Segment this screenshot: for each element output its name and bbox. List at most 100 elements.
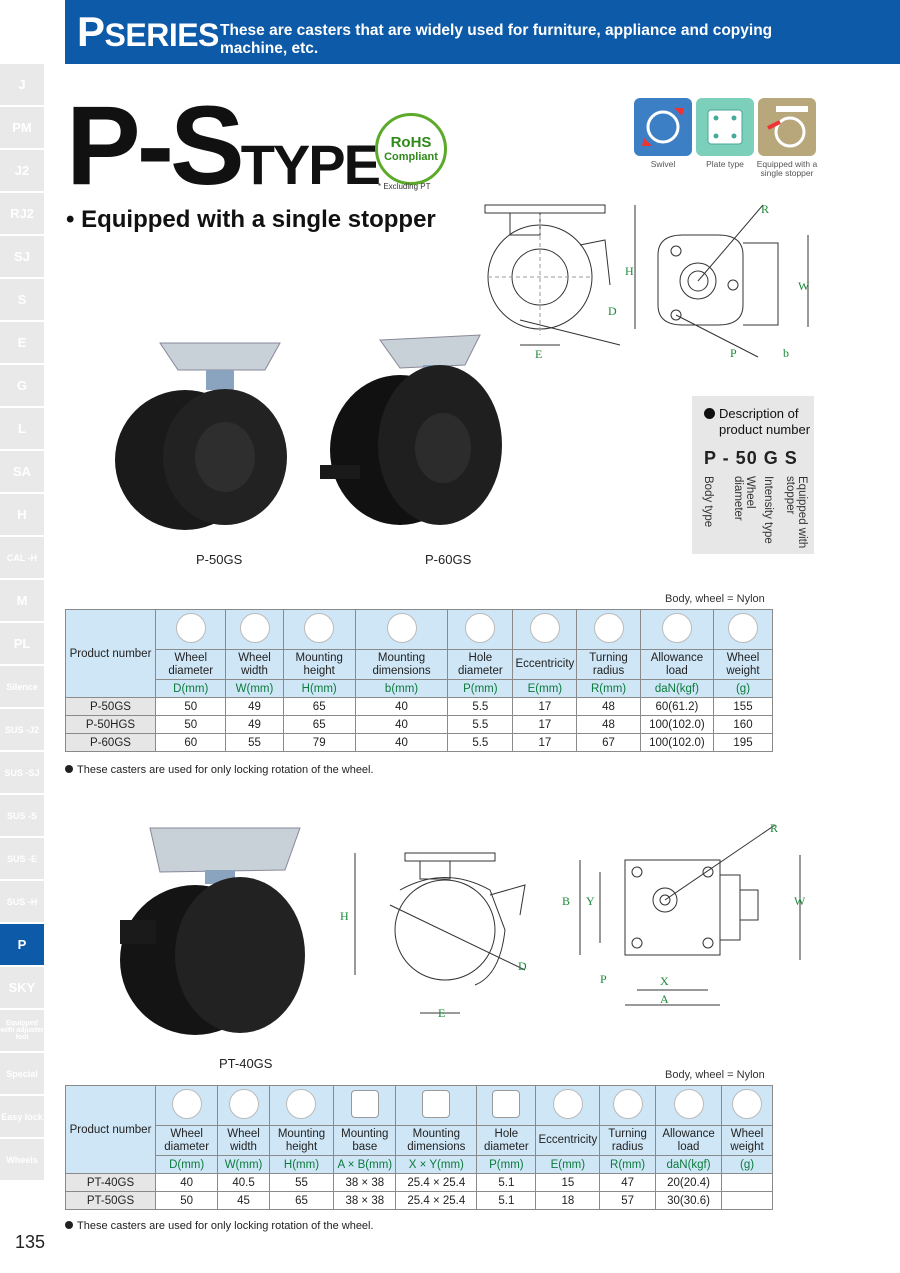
dimension-icon [728, 613, 758, 643]
product-number-cell: P-50HGS [65, 715, 156, 734]
sidebar-item[interactable]: SUS -J2 [0, 709, 44, 750]
sidebar-item[interactable]: P [0, 924, 44, 965]
column-icon-cell [713, 609, 773, 650]
dimension-icon [492, 1090, 521, 1118]
photo-caption-pt40gs: PT-40GS [219, 1056, 273, 1071]
sidebar-item[interactable]: SKY [0, 967, 44, 1008]
sidebar-item[interactable]: SJ [0, 236, 44, 277]
sidebar-item[interactable]: SUS -H [0, 881, 44, 922]
product-number-header: Product number [65, 609, 156, 698]
dim-label-w: W [798, 279, 810, 293]
column-unit: A × B(mm) [333, 1155, 397, 1174]
column-label: Hole diameter [476, 1125, 537, 1156]
sidebar-item[interactable]: PL [0, 623, 44, 664]
dimension-icon [732, 1089, 763, 1119]
dimension-icon [465, 613, 496, 643]
pt-side-view-drawing: H D E [340, 852, 527, 1020]
sidebar-item[interactable]: RJ2 [0, 193, 44, 234]
sidebar-item[interactable]: Equipped with adjuster foot [0, 1010, 44, 1051]
column-label: Wheel diameter [154, 649, 227, 680]
page-number: 135 [15, 1232, 46, 1252]
pt-plan-view-drawing: R B Y W P X A [562, 821, 806, 1006]
column-label: Mounting dimensions [395, 1125, 478, 1156]
table-cell: 5.5 [447, 715, 514, 734]
column-icon-cell [268, 1085, 335, 1126]
table-cell: 40 [154, 1173, 219, 1192]
dimension-icon [422, 1090, 451, 1118]
table-cell: 195 [713, 733, 773, 752]
sidebar-item[interactable]: Special [0, 1053, 44, 1094]
column-unit: R(mm) [599, 1155, 656, 1174]
sidebar-item[interactable]: M [0, 580, 44, 621]
column-label: Mounting base [333, 1125, 397, 1156]
column-icon-cell [512, 609, 578, 650]
swivel-icon [634, 98, 692, 156]
column-label: Hole diameter [447, 649, 514, 680]
sidebar-item[interactable]: G [0, 365, 44, 406]
dimension-icon [386, 613, 417, 643]
rohs-note: * Excluding PT [378, 182, 431, 191]
product-code-example: P - 50 G S [704, 448, 798, 468]
sidebar-item[interactable]: SUS -E [0, 838, 44, 879]
table-cell: 65 [282, 715, 356, 734]
column-icon-cell [447, 609, 514, 650]
dimension-icon [661, 613, 692, 643]
column-label: Turning radius [599, 1125, 656, 1156]
sidebar-item[interactable]: PM [0, 107, 44, 148]
dimension-icon [529, 613, 560, 643]
column-icon-cell [333, 1085, 397, 1126]
sidebar-item[interactable]: J2 [0, 150, 44, 191]
column-label: Mounting height [282, 649, 356, 680]
column-unit: H(mm) [268, 1155, 335, 1174]
table-cell: 15 [535, 1173, 601, 1192]
sidebar-item[interactable]: S [0, 279, 44, 320]
column-label: Wheel weight [721, 1125, 773, 1156]
dimension-icon [552, 1089, 583, 1119]
series-description: These are casters that are widely used f… [220, 22, 773, 57]
sidebar-item[interactable]: E [0, 322, 44, 363]
sidebar-item[interactable]: SA [0, 451, 44, 492]
dimension-icon [593, 613, 624, 643]
table-cell: 25.4 × 25.4 [395, 1191, 478, 1210]
column-unit: R(mm) [576, 679, 641, 698]
code-part-label: Body type [702, 476, 714, 528]
column-unit: (g) [721, 1155, 773, 1174]
column-unit: W(mm) [217, 1155, 270, 1174]
sidebar-item[interactable]: L [0, 408, 44, 449]
sidebar-item[interactable]: Silence [0, 666, 44, 707]
sidebar-item[interactable]: SUS -S [0, 795, 44, 836]
plate-type-icon [696, 98, 754, 156]
stopper-icon [758, 98, 816, 156]
sidebar-item[interactable]: SUS -SJ [0, 752, 44, 793]
sidebar-item[interactable]: Easy lock [0, 1096, 44, 1137]
dimension-icon [239, 613, 270, 643]
side-view-drawing: H D E [484, 204, 636, 361]
column-unit: P(mm) [447, 679, 514, 698]
column-icon-cell [639, 609, 715, 650]
column-label: Turning radius [576, 649, 641, 680]
sidebar-item[interactable]: Wheels [0, 1139, 44, 1180]
dimension-icon [175, 613, 206, 643]
table-cell [721, 1191, 773, 1210]
table-cell: 5.5 [447, 733, 514, 752]
sidebar-item[interactable]: J [0, 64, 44, 105]
table-cell: 55 [268, 1173, 335, 1192]
column-label: Mounting dimensions [354, 649, 449, 680]
code-part-label: Equipped with stopper [784, 476, 808, 549]
column-label: Eccentricity [535, 1125, 601, 1156]
table-cell [721, 1173, 773, 1192]
sidebar-item[interactable]: CAL -H [0, 537, 44, 578]
table-cell: 48 [576, 715, 641, 734]
sidebar-item[interactable]: H [0, 494, 44, 535]
table-cell: 50 [154, 1191, 219, 1210]
dim-label-d: D [608, 304, 617, 318]
column-label: Allowance load [639, 649, 715, 680]
column-label: Eccentricity [512, 649, 578, 680]
table-cell: 79 [282, 733, 356, 752]
